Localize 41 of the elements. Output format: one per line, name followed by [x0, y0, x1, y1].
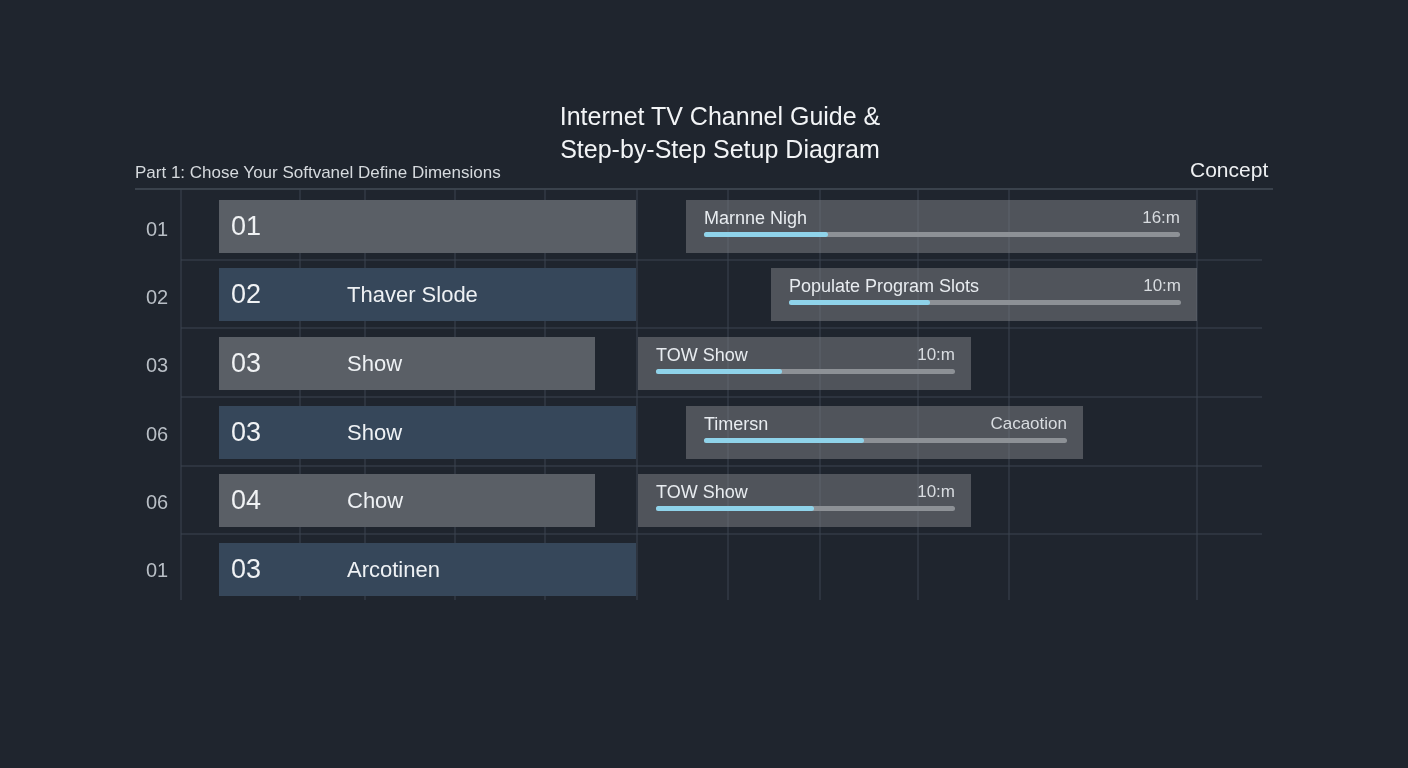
channel-name: Show: [347, 351, 403, 377]
channel-bar: [219, 406, 636, 459]
channel-number: 03: [231, 348, 262, 379]
channel-name: Chow: [347, 488, 404, 514]
channel-name: Show: [347, 420, 403, 446]
program-bar: [638, 474, 971, 527]
channel-bar: [219, 268, 636, 321]
channel-name: Thaver Slode: [347, 282, 478, 308]
program-duration: 10:m: [917, 482, 955, 502]
channel-number: 03: [231, 417, 262, 448]
row-number: 01: [146, 218, 169, 241]
program-bar: [638, 337, 971, 390]
program-title: TOW Show: [656, 345, 748, 366]
program-duration: Cacaotion: [990, 414, 1067, 434]
diagram-title: Internet TV Channel Guide & Step-by-Step Setup Diagram: [558, 101, 882, 165]
program-bar: [771, 268, 1197, 321]
section-heading: Part 1: Chose Your Softvanel Define Dimensions: [135, 163, 501, 183]
channel-number: 01: [231, 211, 262, 242]
row-number: 02: [146, 286, 169, 309]
channel-bar: [219, 337, 595, 390]
program-duration: 10:m: [917, 345, 955, 365]
channel-bar: [219, 200, 636, 253]
row-number: 03: [146, 354, 169, 377]
program-bar: [686, 200, 1196, 253]
channel-number: 02: [231, 279, 262, 310]
channel-number: 04: [231, 485, 262, 516]
program-duration: 10:m: [1143, 276, 1181, 296]
program-title: Timersn: [704, 414, 769, 435]
row-number: 01: [146, 559, 169, 582]
corner-label: Concept: [1190, 158, 1269, 182]
program-duration: 16:m: [1142, 208, 1180, 228]
channel-bar: [219, 474, 595, 527]
program-title: Marnne Nigh: [704, 208, 808, 229]
program-bar: [686, 406, 1083, 459]
channel-bar: [219, 543, 636, 596]
channel-number: 03: [231, 554, 262, 585]
channel-name: Arcotinen: [347, 557, 440, 583]
program-title: Populate Program Slots: [789, 276, 980, 297]
row-number: 06: [146, 491, 169, 514]
row-number: 06: [146, 423, 169, 446]
program-title: TOW Show: [656, 482, 748, 503]
